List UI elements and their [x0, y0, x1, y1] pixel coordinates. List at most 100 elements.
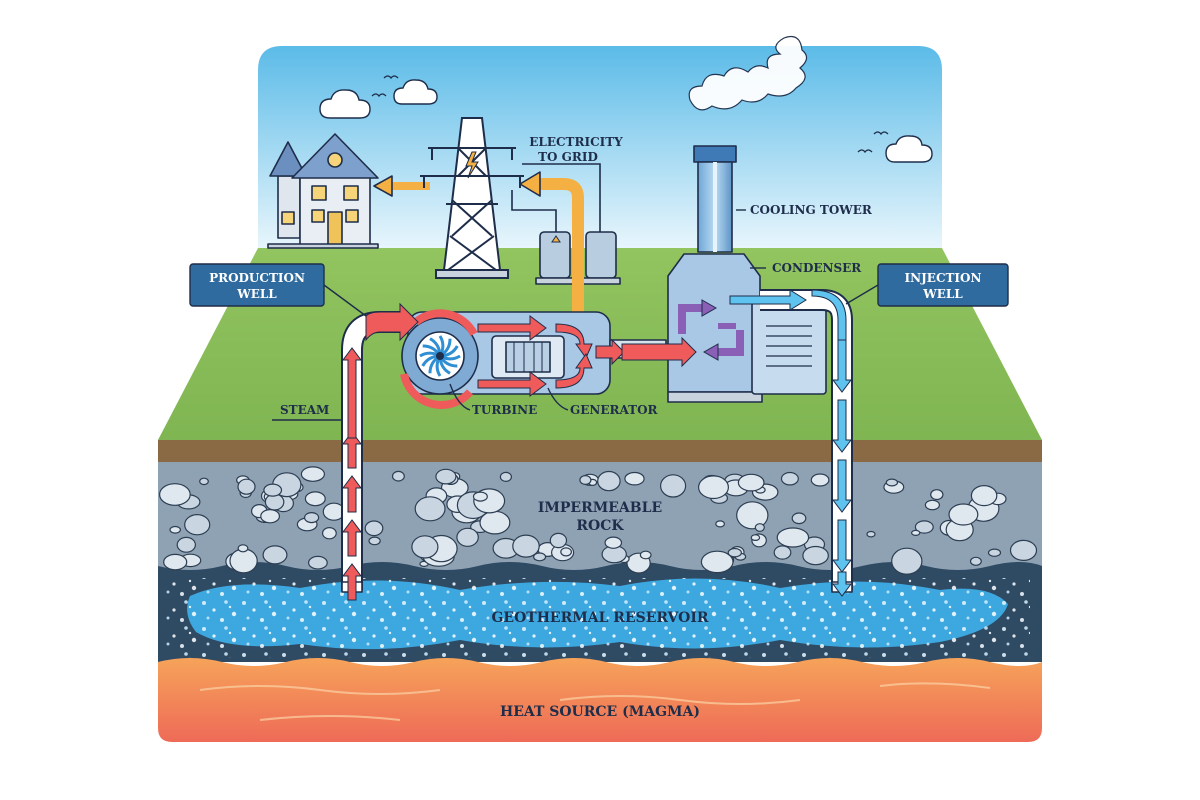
electricity-to-grid-label-2: TO GRID: [538, 150, 598, 164]
rock-stone: [414, 496, 446, 522]
steam-up-arrow: [342, 563, 362, 601]
rock-stone: [597, 470, 621, 492]
magma-layer: [158, 658, 1042, 742]
impermeable-rock-label: IMPERMEABLE: [538, 500, 662, 516]
cloud-icon: [319, 89, 371, 119]
rock-stone: [263, 483, 283, 497]
magma-waves: [199, 682, 991, 721]
steam-up-arrow: [342, 475, 362, 513]
svg-text:WELL: WELL: [236, 287, 277, 301]
rock-stone: [604, 536, 623, 549]
steam-up-arrow: [342, 519, 362, 557]
rock-stone: [924, 499, 941, 511]
rock-stone: [435, 468, 457, 485]
rock-stone: [176, 536, 196, 553]
rock-stone: [810, 473, 830, 487]
rock-stone: [1009, 539, 1038, 562]
steam-label: STEAM: [280, 403, 329, 417]
generator-core: [491, 335, 565, 379]
steam-flow-arrows-turbine: [477, 315, 625, 397]
rock-stone: [624, 471, 645, 486]
rock-stone: [914, 520, 934, 534]
rock-stone: [791, 512, 807, 525]
rock-stone: [948, 503, 979, 526]
rock-stone: [456, 527, 479, 547]
rock-stone: [158, 483, 191, 506]
rock-stone: [930, 489, 944, 501]
cloud-icon: [393, 79, 438, 105]
rock-stone: [237, 544, 249, 553]
transformer-icon: [511, 163, 621, 285]
rock-stone: [322, 527, 337, 540]
rock-stone: [163, 553, 188, 571]
rock-stone: [885, 478, 899, 487]
water-down-arrow: [832, 571, 852, 597]
rock-stone: [970, 485, 998, 507]
rock-stone: [987, 548, 1002, 557]
rock-stone: [512, 534, 540, 558]
reservoir-bubbles: [166, 578, 1030, 658]
rock-stone: [411, 535, 439, 559]
rock-stone: [472, 491, 488, 502]
rock-stone: [262, 545, 288, 565]
svg-text:PRODUCTION: PRODUCTION: [209, 271, 305, 285]
rock-stone: [169, 525, 181, 534]
water-down-arrows: [832, 339, 852, 597]
cloud-icon: [885, 135, 933, 163]
svg-text:INJECTION: INJECTION: [905, 271, 982, 285]
rock-stone: [304, 491, 326, 507]
rock-stone: [697, 475, 729, 500]
rock-stone: [802, 545, 829, 566]
rock-stone: [308, 555, 328, 570]
rock-stone: [304, 511, 320, 524]
steam-cloud-icon: [688, 35, 808, 111]
geothermal-reservoir-label: GEOTHERMAL RESERVOIR: [491, 610, 708, 626]
rock-stone: [639, 550, 652, 560]
rock-stone: [364, 520, 384, 537]
rock-stone: [579, 475, 592, 486]
production-well-label: PRODUCTION WELL: [189, 263, 367, 317]
rock-stone: [532, 552, 547, 562]
rock-stone: [866, 530, 876, 538]
rock-stone: [891, 547, 923, 575]
rock-stone: [560, 547, 572, 557]
steam-up-arrows: [342, 347, 362, 601]
rock-stone: [199, 477, 209, 486]
water-down-arrow: [832, 459, 852, 513]
rock-stone: [754, 523, 765, 532]
power-to-house-arrowhead: [373, 175, 393, 197]
rock-stone: [736, 501, 769, 530]
electricity-to-grid-label: ELECTRICITY: [529, 135, 623, 149]
rock-stone: [499, 471, 512, 482]
soil-layer: [158, 440, 1042, 462]
hot-flow-to-condenser: [621, 336, 697, 368]
rock-stone: [727, 547, 743, 558]
steam-inlet-arrow: [365, 302, 419, 342]
rock-stone: [659, 474, 687, 498]
rock-stone: [911, 529, 921, 537]
house-icon: [267, 133, 379, 249]
lightning-icon: [465, 151, 479, 179]
rock-stone: [184, 514, 211, 536]
rock-stone: [549, 532, 568, 549]
rock-stone: [780, 471, 799, 486]
svg-text:WELL: WELL: [922, 287, 963, 301]
injection-well-label: INJECTION WELL: [845, 263, 1009, 307]
impermeable-rock-label-2: ROCK: [576, 518, 624, 534]
cooling-tower: [693, 145, 737, 253]
rock-stone: [737, 473, 765, 492]
power-flow-line: [540, 178, 584, 316]
power-flow-arrowhead: [519, 171, 541, 197]
bird-icon: [371, 75, 889, 154]
cold-flow-top-arrow: [729, 289, 807, 311]
steam-up-arrow: [342, 347, 362, 439]
cooling-tower-label: COOLING TOWER: [750, 203, 873, 217]
rock-stone: [776, 527, 810, 548]
water-down-arrow: [832, 399, 852, 453]
rock-stone: [700, 550, 734, 574]
heat-source-label: HEAT SOURCE (MAGMA): [500, 704, 700, 720]
rock-stones: [158, 466, 1038, 575]
condenser-cycle-arrow: [678, 304, 702, 334]
rock-stone: [237, 478, 256, 495]
